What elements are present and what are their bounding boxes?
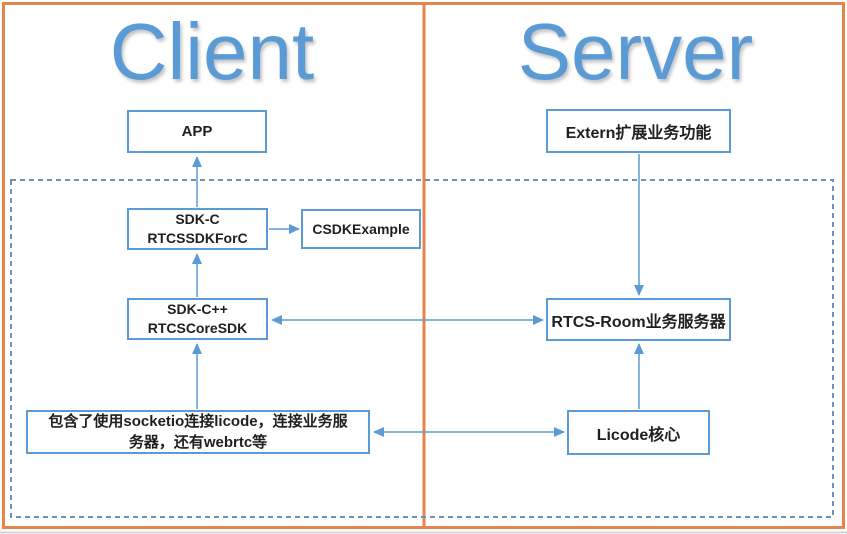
- node-sdk-cpp-line2: RTCSCoreSDK: [147, 320, 248, 336]
- node-extern-service-label: Extern扩展业务功能: [565, 125, 712, 142]
- node-rtcs-room: RTCS-Room业务服务器: [546, 298, 731, 341]
- node-app: APP: [127, 110, 267, 153]
- server-section-title: Server: [517, 7, 754, 96]
- node-licode-core: Licode核心: [567, 410, 710, 455]
- node-csdk-example-label: CSDKExample: [312, 221, 410, 237]
- node-licode-core-label: Licode核心: [596, 426, 681, 444]
- node-rtcs-room-label: RTCS-Room业务服务器: [551, 313, 726, 331]
- node-socketio-note-line1: 包含了使用socketio连接licode，连接业务服: [48, 413, 348, 430]
- node-sdk-c-line2: RTCSSDKForC: [147, 230, 248, 246]
- node-socketio-note: 包含了使用socketio连接licode，连接业务服 务器，还有webrtc等: [26, 410, 370, 454]
- node-extern-service: Extern扩展业务功能: [546, 109, 731, 153]
- node-sdk-cpp: SDK-C++ RTCSCoreSDK: [127, 298, 268, 340]
- node-csdk-example: CSDKExample: [301, 209, 421, 249]
- node-app-label: APP: [181, 123, 213, 140]
- node-sdk-c: SDK-C RTCSSDKForC: [127, 208, 268, 250]
- node-sdk-cpp-line1: SDK-C++: [167, 301, 228, 317]
- node-socketio-note-line2: 务器，还有webrtc等: [128, 434, 268, 451]
- client-section-title: Client: [109, 7, 315, 96]
- node-sdk-c-line1: SDK-C: [175, 211, 220, 227]
- sdk-dashed-boundary: [10, 179, 834, 518]
